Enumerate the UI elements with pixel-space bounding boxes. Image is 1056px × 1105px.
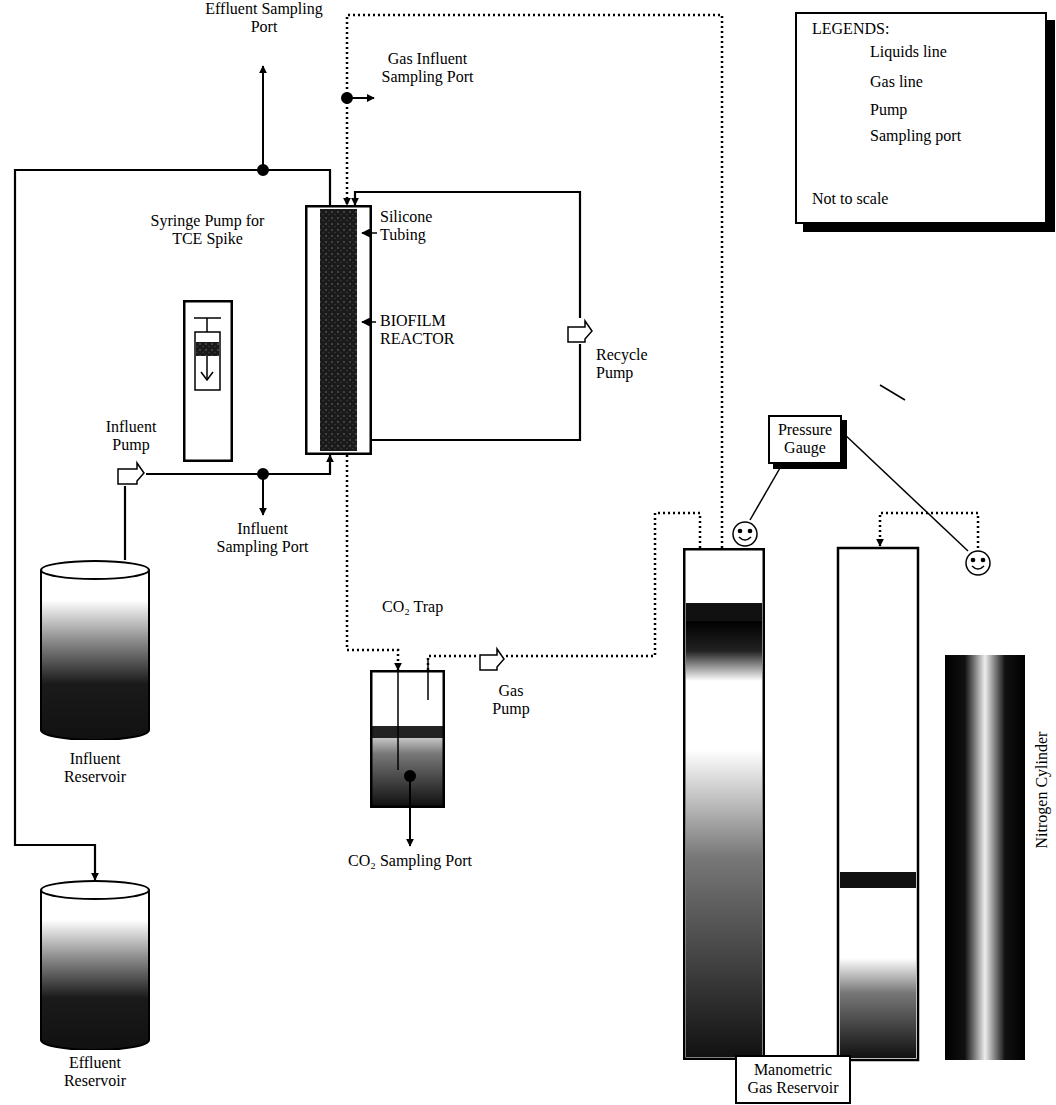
legend-text: Gas line [870, 73, 1030, 91]
biofilm-reactor: Silicone TubingBIOFILM REACTOR [305, 205, 372, 455]
liquid-line [15, 170, 330, 880]
port-label: CO₂ Sampling Port [345, 852, 475, 870]
influent-reservoir-shape [40, 560, 150, 740]
nitrogen-cylinder: Nitrogen Cylinder [945, 655, 1025, 1060]
gas-pump: Gas Pump [478, 646, 506, 672]
influent-pump-shape [116, 460, 146, 486]
co2-trap: CO₂ Trap [370, 670, 445, 808]
influent-reservoir: Influent Reservoir [40, 560, 150, 740]
gas-line [347, 455, 398, 670]
gas-line [428, 656, 478, 670]
callout-label: Pressure Gauge [768, 415, 842, 464]
recycle-pump-shape [566, 318, 594, 344]
liquid-line [355, 192, 580, 318]
port-label: Gas Influent Sampling Port [380, 50, 475, 87]
legend-note: Not to scale [812, 190, 962, 208]
pump-label: Gas Pump [484, 682, 538, 719]
silicone-tubing [320, 209, 377, 451]
liquid-line [124, 486, 126, 560]
syringe-pump-shape [183, 300, 233, 462]
manometric-gas-reservoir: Manometric Gas Reservoir [683, 548, 765, 1060]
recycle-pump: Recycle Pump [566, 318, 594, 344]
legend-text: Liquids line [870, 43, 1030, 61]
part-label: Silicone Tubing [380, 208, 460, 245]
manometric-gas-reservoir-shape [683, 548, 765, 1060]
reservoir-label: Effluent Reservoir [45, 1054, 145, 1091]
co2-trap-liquid [372, 660, 443, 846]
legend-text: Pump [870, 101, 1030, 119]
cylinder-label: Nitrogen Cylinder [1032, 690, 1052, 890]
liquid-line [372, 344, 580, 440]
nitrogen-cylinder-shape [945, 655, 1025, 1060]
syringe-pump: Syringe Pump for TCE Spike [183, 300, 233, 462]
gas-line [347, 15, 722, 548]
influent-pump: Influent Pump [116, 460, 146, 486]
liquid-line [146, 455, 330, 474]
gas-pump-shape [478, 646, 506, 672]
reservoir-label: Influent Reservoir [45, 750, 145, 787]
reservoir-label: Manometric Gas Reservoir [735, 1055, 851, 1104]
part-label: CO₂ Trap [382, 598, 472, 616]
syringe [194, 318, 221, 390]
sampling-port [258, 66, 374, 515]
pump-label: Recycle Pump [596, 346, 660, 383]
pump-label: Influent Pump [92, 418, 170, 455]
port-label: Influent Sampling Port [210, 520, 315, 557]
legend-text: Sampling port [870, 127, 1030, 145]
pressure-gauge [733, 385, 990, 575]
port-label: Effluent Sampling Port [205, 0, 323, 37]
part-label: BIOFILM REACTOR [380, 312, 500, 349]
effluent-reservoir: Effluent Reservoir [40, 880, 150, 1050]
legend-heading: LEGENDS: [812, 20, 962, 38]
pump-label: Syringe Pump for TCE Spike [140, 212, 275, 249]
biofilm-reactor-shape [305, 205, 372, 455]
effluent-reservoir-shape [40, 880, 150, 1050]
gas-line [506, 513, 700, 656]
co2-trap-shape [370, 670, 445, 808]
